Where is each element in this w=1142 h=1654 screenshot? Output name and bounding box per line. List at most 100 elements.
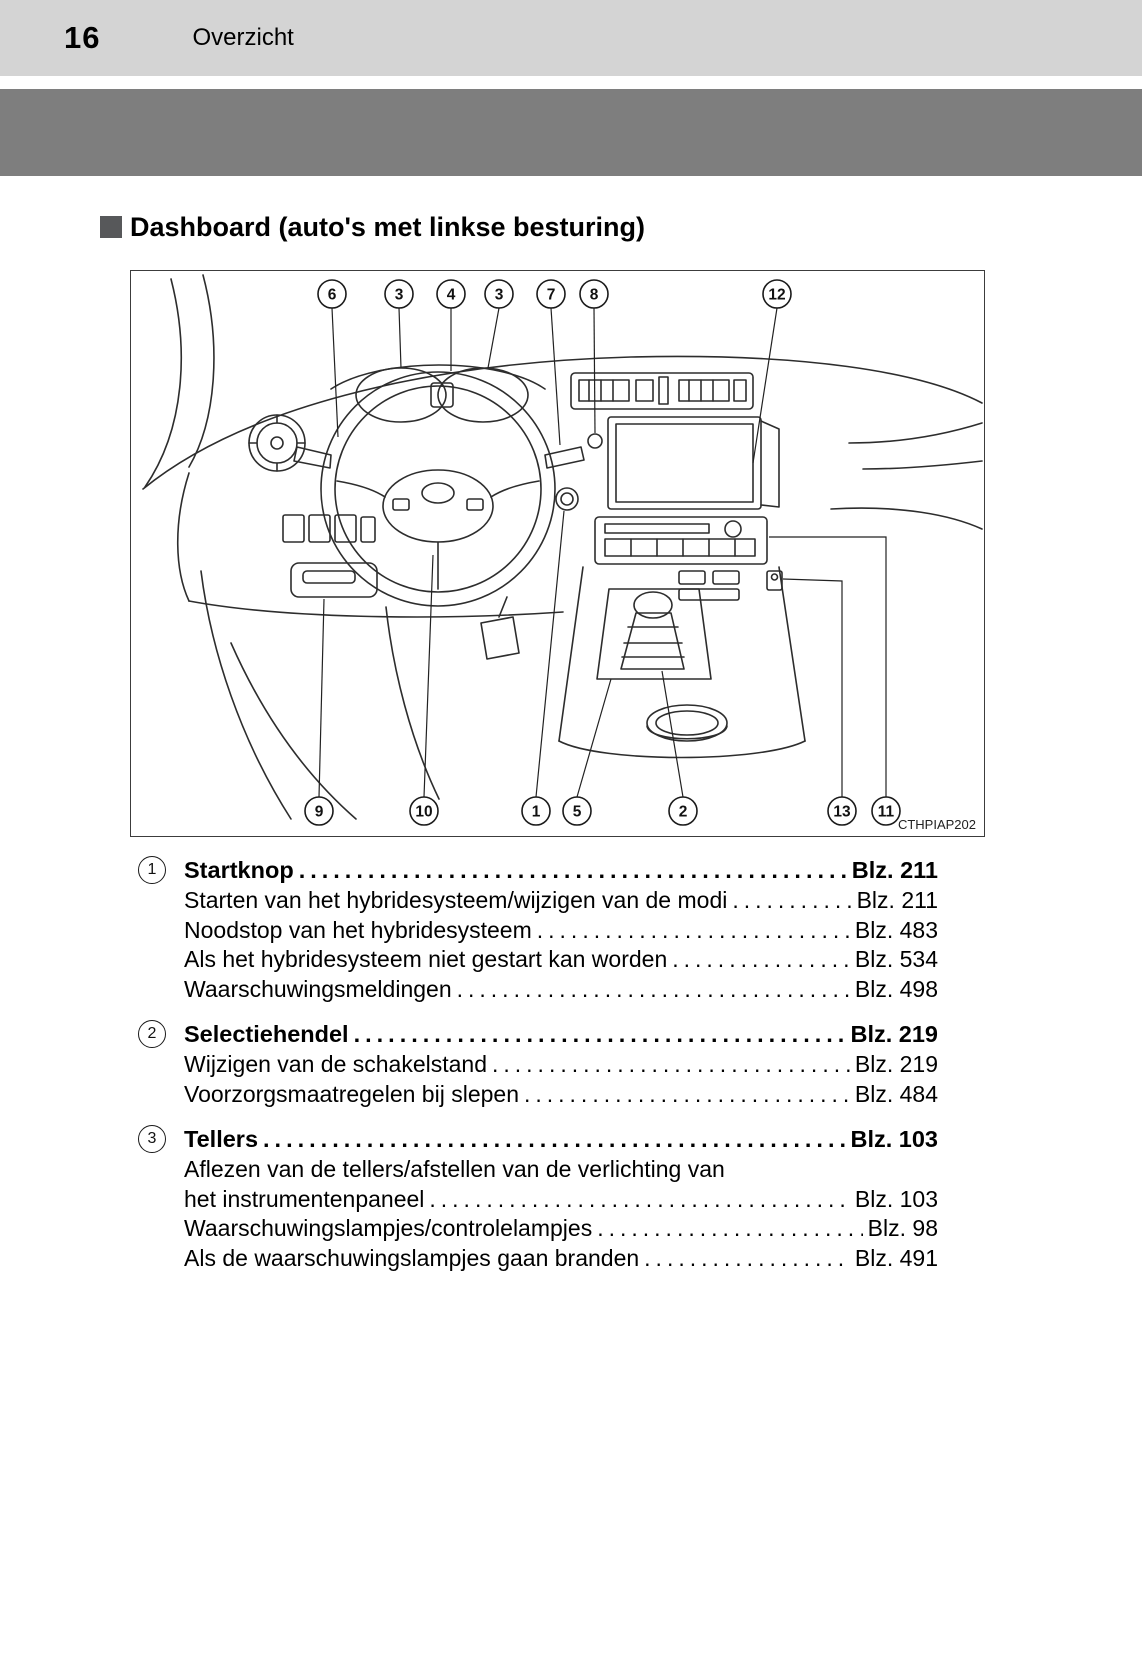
left-vent-inner <box>256 422 298 464</box>
svg-text:9: 9 <box>315 804 324 821</box>
left-vent-spokes <box>248 414 306 472</box>
section-marker-square <box>100 216 122 238</box>
index-section-selectiehendel: 2 Selectiehendel Blz. 219 Wijzigen van d… <box>138 1019 938 1109</box>
display-screen-bezel <box>607 416 762 510</box>
leader-7 <box>550 307 561 446</box>
footwell-curve-2 <box>200 570 292 820</box>
index-head-row: Selectiehendel Blz. 219 <box>184 1019 938 1050</box>
cluster-center-display <box>430 382 454 408</box>
leader-2 <box>661 670 684 798</box>
page-reference: Blz. 483 <box>854 916 938 943</box>
callout-2: 2 <box>668 796 698 826</box>
shifter-boot <box>620 612 685 670</box>
page-reference: Blz. 103 <box>854 1185 938 1212</box>
index-section-startknop: 1 Startknop Blz. 211 Starten van het hyb… <box>138 855 938 1004</box>
callout-12: 12 <box>762 279 792 309</box>
list-number-1: 1 <box>138 856 166 884</box>
storage-handle <box>302 570 356 584</box>
dot-leader <box>732 886 851 916</box>
console-switch <box>766 570 783 591</box>
dashboard-top-edge <box>142 355 983 490</box>
svg-text:2: 2 <box>679 804 688 821</box>
list-number-2: 2 <box>138 1020 166 1048</box>
cluster-hood <box>330 364 546 390</box>
leader-8 <box>593 307 596 434</box>
callout-7: 7 <box>536 279 566 309</box>
console-side-left <box>558 566 584 742</box>
dot-leader <box>537 916 850 946</box>
svg-text:4: 4 <box>447 287 456 304</box>
dot-leader <box>457 975 850 1005</box>
right-dash-curve-2 <box>862 460 983 470</box>
audio-slot <box>604 523 710 534</box>
index-item-label: Waarschuwingslampjes/controlelampjes <box>184 1215 593 1241</box>
index-item-label: Als de waarschuwingslampjes gaan branden <box>184 1244 640 1271</box>
airbag-hub <box>382 469 494 543</box>
page-reference: Blz. 491 <box>854 1244 938 1271</box>
vent-left <box>578 379 630 402</box>
wheel-buttons-right <box>466 498 484 511</box>
callout-3b: 3 <box>484 279 514 309</box>
dash-sensor <box>587 433 603 449</box>
cup-holder-inner <box>655 710 719 736</box>
svg-text:11: 11 <box>878 804 895 821</box>
console-side-right <box>778 566 806 742</box>
index-section-tellers: 3 Tellers Blz. 103 Aflezen van de teller… <box>138 1124 938 1273</box>
cup-holder-depth <box>646 725 728 740</box>
index-item-label: Wijzigen van de schakelstand <box>184 1051 487 1077</box>
cup-holder-outer <box>646 704 728 742</box>
index-title: Startknop <box>184 857 294 883</box>
vent-end-button <box>733 379 747 402</box>
svg-text:3: 3 <box>395 287 404 304</box>
callout-3a: 3 <box>384 279 414 309</box>
page-header-bar: 16 Overzicht <box>0 0 1142 76</box>
vent-right-slats <box>688 379 714 402</box>
index-sub-row: Wijzigen van de schakelstand Blz. 219 <box>184 1050 938 1080</box>
leader-9 <box>318 598 325 798</box>
callout-13: 13 <box>827 796 857 826</box>
dot-leader <box>672 945 850 975</box>
pedal <box>480 616 520 660</box>
switch-1 <box>282 514 305 543</box>
console-bottom <box>558 740 806 759</box>
chapter-header: Overzicht <box>192 24 294 51</box>
hazard-button <box>635 379 654 402</box>
climate-button-3 <box>678 588 740 601</box>
leader-1 <box>535 510 565 798</box>
callout-4: 4 <box>436 279 466 309</box>
audio-button-row <box>604 538 756 557</box>
figure-code: CTHPIAP202 <box>898 817 976 832</box>
page-reference: Blz. 219 <box>854 1051 938 1077</box>
dot-leader <box>492 1050 850 1080</box>
page-number: 16 <box>64 20 101 55</box>
callout-1: 1 <box>521 796 551 826</box>
footwell-curve <box>230 642 357 820</box>
page-reference: Blz. 211 <box>851 857 938 883</box>
dot-leader <box>263 1124 845 1155</box>
left-dash-edge <box>176 472 190 602</box>
callout-10: 10 <box>409 796 439 826</box>
dot-leader <box>597 1214 862 1244</box>
center-vent-panel <box>570 372 754 410</box>
index-item-label: Aflezen van de tellers/afstellen van de … <box>184 1156 725 1182</box>
vent-left-slats <box>588 379 614 402</box>
chapter-band <box>0 89 1142 176</box>
svg-text:1: 1 <box>532 804 541 821</box>
knee-bolster-edge <box>188 600 564 618</box>
svg-text:5: 5 <box>573 804 582 821</box>
index-sub-row: Als de waarschuwingslampjes gaan branden… <box>184 1244 938 1274</box>
index-sub-row: het instrumentenpaneel Blz. 103 <box>184 1185 938 1215</box>
right-dash-curve <box>848 422 983 444</box>
section-title: Dashboard (auto's met linkse besturing) <box>130 212 646 242</box>
gauge-right <box>437 367 529 423</box>
index-head-row: Startknop Blz. 211 <box>184 855 938 886</box>
page-reference: Blz. 98 <box>867 1215 938 1241</box>
switch-4 <box>360 516 376 543</box>
index-list: 1 Startknop Blz. 211 Starten van het hyb… <box>138 855 938 1273</box>
index-sub-row: Waarschuwingslampjes/controlelampjes Blz… <box>184 1214 938 1244</box>
dashboard-figure: 6 3 4 3 7 8 12 <box>130 270 985 837</box>
screen-side-edge <box>760 420 780 508</box>
list-number-3: 3 <box>138 1125 166 1153</box>
index-item-label: het instrumentenpaneel <box>184 1185 425 1212</box>
boot-folds <box>621 626 685 658</box>
